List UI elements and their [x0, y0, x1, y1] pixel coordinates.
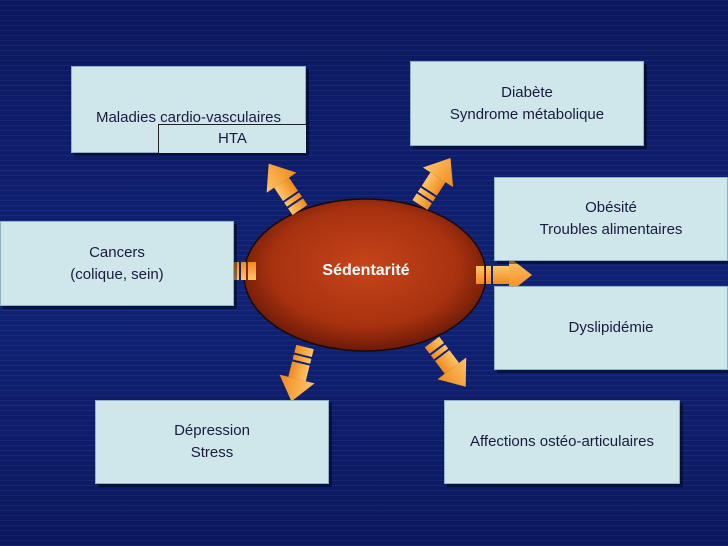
box-dyslipidemie: Dyslipidémie — [494, 286, 728, 370]
sedentarite-label: Sédentarité — [322, 262, 410, 279]
troubles-label: Troubles alimentaires — [539, 221, 683, 238]
box-osteo-articulaires: Affections ostéo-articulaires — [444, 400, 680, 484]
cardio-label: Maladies cardio-vasculaires — [95, 109, 282, 126]
syndrome-label: Syndrome métabolique — [449, 105, 605, 123]
cancers-detail-label: (colique, sein) — [70, 265, 164, 283]
dyslipidemie-label: Dyslipidémie — [568, 319, 654, 336]
box-maladies-cardio-vasculaires: Maladies cardio-vasculaires HTA — [71, 66, 306, 153]
cancers-label: Cancers — [89, 243, 145, 261]
arrow-to-osteo — [417, 331, 481, 398]
box-cancers: Cancers (colique, sein) — [0, 221, 234, 306]
arrow-to-depression — [273, 342, 323, 406]
obesite-label: Obésité — [585, 199, 637, 216]
osteo-label: Affections ostéo-articulaires — [470, 433, 654, 450]
box-diabete: Diabète Syndrome métabolique — [410, 61, 644, 146]
hta-label: HTA — [158, 124, 306, 153]
box-depression: Dépression Stress — [95, 400, 329, 484]
stress-label: Stress — [190, 444, 234, 461]
box-obesite: Obésité Troubles alimentaires — [494, 177, 728, 261]
diabete-label: Diabète — [501, 83, 553, 101]
depression-label: Dépression — [174, 422, 250, 439]
